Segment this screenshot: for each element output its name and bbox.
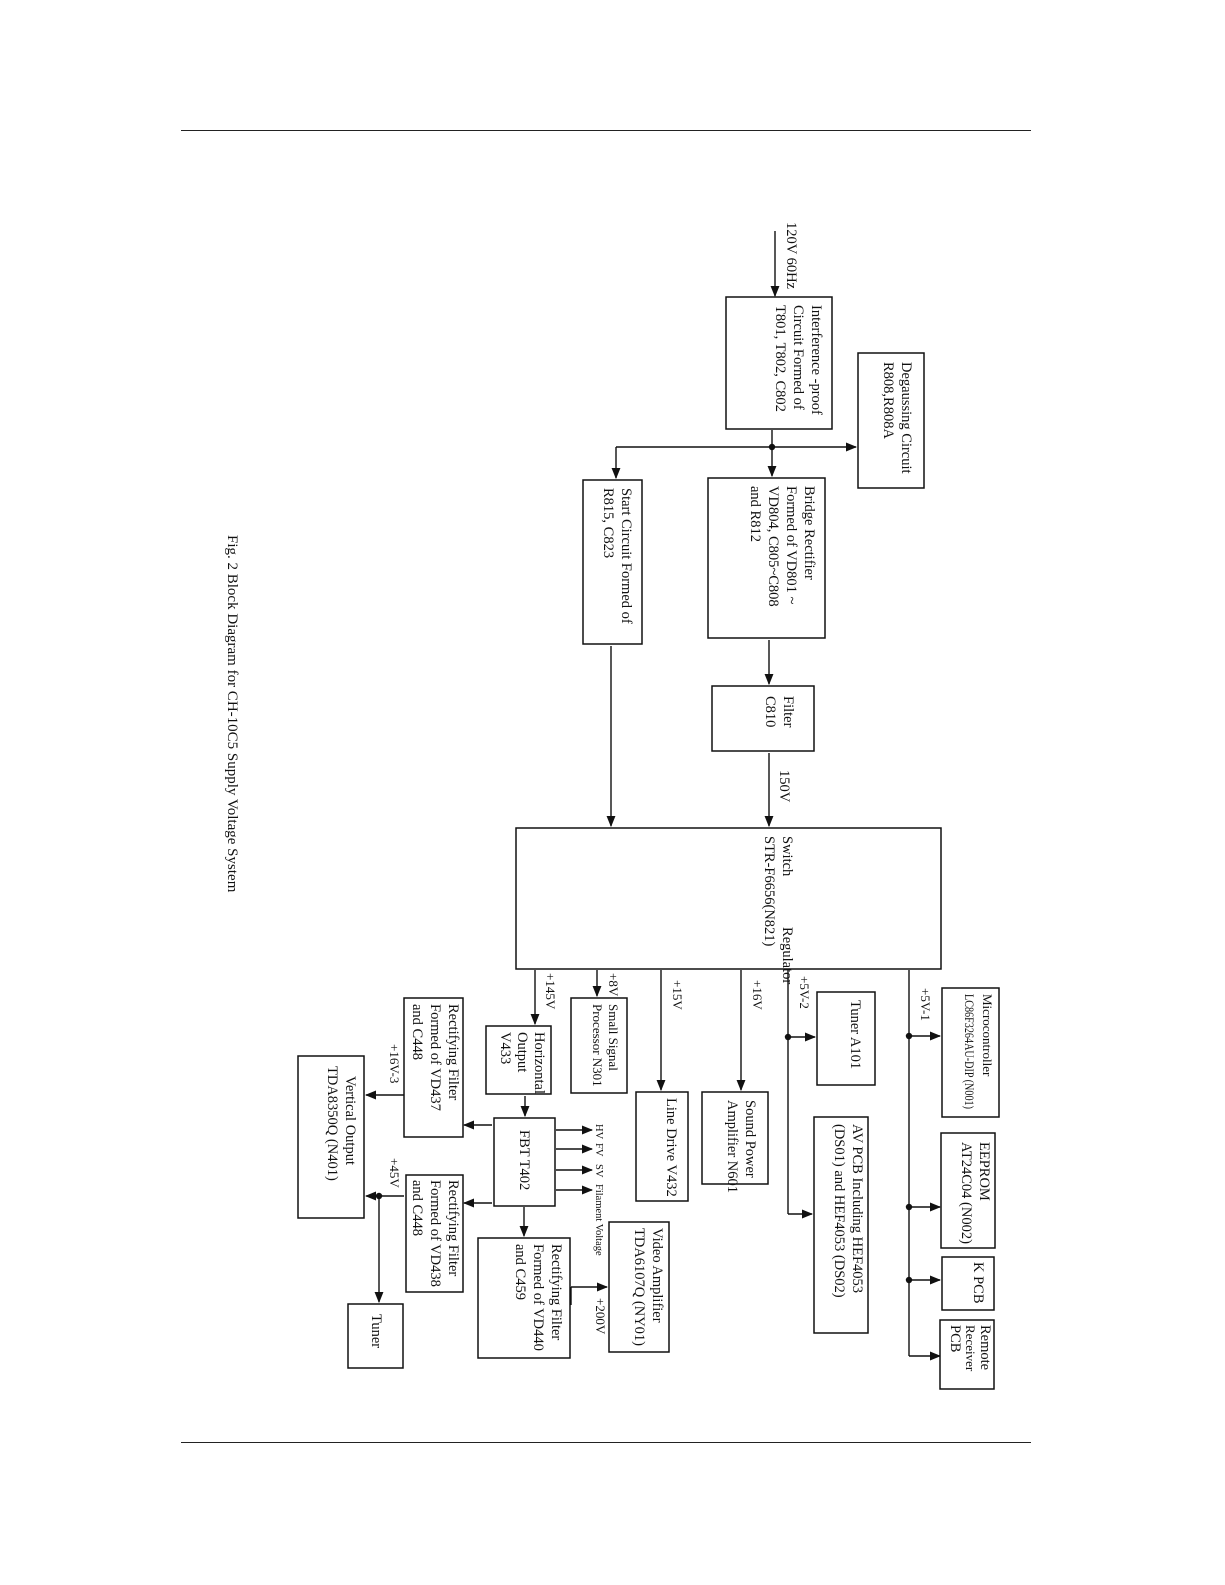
- rectifier-438-block: Rectifying Filter Formed of VD438 and C4…: [405, 1174, 464, 1293]
- rect438-line-1: Rectifying Filter: [445, 1180, 461, 1276]
- remote-receiver-block: Remote Receiver PCB: [939, 1319, 995, 1390]
- start-line-1: Start Circuit Formed of: [618, 488, 634, 624]
- rectifier-459-block: Rectifying Filter Formed of VD440 and C4…: [477, 1237, 571, 1359]
- fbt-out-sv: SV: [593, 1164, 604, 1178]
- bridge-line-4: and R812: [747, 486, 763, 542]
- bridge-line-1: Bridge Rectifier: [801, 486, 817, 580]
- fbt-out-fv: FV: [593, 1143, 604, 1157]
- tuner-line-1: Tuner: [368, 1314, 384, 1348]
- horiz-line-2: Output: [514, 1032, 530, 1072]
- fbt-out-hv: HV: [593, 1124, 604, 1140]
- degaussing-line-2: R808,R808A: [880, 362, 896, 439]
- interference-line-3: T801, T802, C802: [772, 305, 788, 412]
- voltage-150v: 150V: [776, 770, 792, 803]
- vertical-line-1: Vertical Output: [342, 1076, 358, 1165]
- microcontroller-block: Microcontroller LC86F3264AU-DIP (N001): [941, 987, 1000, 1118]
- remote-line-2: Receiver: [963, 1325, 978, 1372]
- top-rule: [181, 130, 1031, 131]
- video-line-1: Video Amplifier: [649, 1228, 665, 1323]
- horizontal-output-block: Horizontal Output V433: [485, 1025, 552, 1095]
- av-pcb-block: AV PCB Including HEF4053 (DS01) and HEF4…: [813, 1116, 869, 1334]
- sound-line-2: Amplifier N601: [724, 1100, 740, 1193]
- k-pcb-block: K PCB: [941, 1256, 995, 1311]
- avpcb-line-2: (DS01) and HEF4053 (DS02): [831, 1124, 847, 1298]
- input-voltage-label: 120V 60Hz: [783, 222, 799, 290]
- switch-regulator-block: Switch Regulator STR-F6656(N821): [515, 827, 942, 984]
- voltage-15v: +15V: [670, 980, 685, 1010]
- sound-amp-block: Sound Power Amplifier N601: [701, 1091, 769, 1193]
- start-circuit-block: Start Circuit Formed of R815, C823: [582, 479, 643, 645]
- switch-line-2: STR-F6656(N821): [761, 836, 777, 947]
- vertical-output-block: Vertical Output TDA8350Q (N401): [297, 1055, 365, 1219]
- svg-text:Interference -proof: Interference -proof: [808, 305, 824, 415]
- linedrive-line-1: Line Drive V432: [663, 1098, 679, 1197]
- remote-line-3: PCB: [947, 1325, 963, 1352]
- vertical-line-2: TDA8350Q (N401): [324, 1066, 340, 1181]
- rect459-line-1: Rectifying Filter: [548, 1244, 564, 1340]
- voltage-45v: +45V: [387, 1158, 402, 1188]
- figure-caption: Fig. 2 Block Diagram for CH-10C5 Supply …: [224, 535, 240, 893]
- horiz-line-3: V433: [497, 1032, 513, 1064]
- eeprom-block: EEPROM AT24C04 (N002): [940, 1132, 996, 1249]
- interference-block: Interference -proof Circuit Formed of T8…: [725, 296, 833, 430]
- fbt-out-filament: Filament Voltage: [593, 1184, 604, 1256]
- sound-line-1: Sound Power: [742, 1100, 758, 1178]
- bridge-rectifier-block: Bridge Rectifier Formed of VD801 ~ VD804…: [707, 477, 826, 639]
- video-line-2: TDA6107Q (NY01): [631, 1228, 647, 1346]
- interference-line-2: Circuit Formed of: [790, 305, 806, 410]
- switch-line-1: Switch Regulator: [779, 836, 795, 984]
- eeprom-line-2: AT24C04 (N002): [958, 1142, 974, 1244]
- voltage-5v-2: +5V-2: [797, 976, 812, 1009]
- rect438-line-2: Formed of VD438: [427, 1180, 443, 1287]
- rect438-line-3: and C448: [409, 1180, 425, 1236]
- connectors: [364, 231, 942, 1361]
- tuner-a101-line-1: Tuner A101: [847, 1000, 863, 1069]
- small-signal-block: Small Signal Processor N301: [570, 997, 628, 1094]
- avpcb-line-1: AV PCB Including HEF4053: [849, 1124, 865, 1293]
- voltage-5v-1: +5V-1: [918, 988, 933, 1021]
- rect459-line-3: and C459: [512, 1244, 528, 1300]
- fbt-line-1: FBT T402: [516, 1130, 532, 1190]
- rectifier-437-block: Rectifying Filter Formed of VD437 and C4…: [403, 997, 464, 1138]
- bridge-line-3: VD804, C805~C808: [765, 486, 781, 607]
- tuner-a101-block: Tuner A101: [816, 991, 876, 1086]
- horiz-line-1: Horizontal: [531, 1032, 547, 1094]
- bottom-rule: [181, 1442, 1031, 1443]
- kpcb-line-1: K PCB: [970, 1262, 986, 1304]
- start-line-2: R815, C823: [600, 488, 616, 558]
- fbt-block: FBT T402: [493, 1117, 556, 1207]
- bridge-line-2: Formed of VD801 ~: [783, 486, 799, 604]
- micro-line-2: LC86F3264AU-DIP (N001): [962, 994, 977, 1109]
- voltage-16v: +16V: [750, 980, 765, 1010]
- small-line-1: Small Signal: [606, 1004, 621, 1071]
- small-line-2: Processor N301: [590, 1004, 605, 1087]
- micro-line-1: Microcontroller: [980, 994, 995, 1077]
- svg-text:T801, T802, C802: T801, T802, C802: [772, 305, 788, 412]
- video-amp-block: Video Amplifier TDA6107Q (NY01): [608, 1221, 670, 1353]
- interference-line-1: Interference -proof: [808, 305, 824, 415]
- rect437-line-2: Formed of VD437: [427, 1004, 443, 1111]
- voltage-200v: +200V: [593, 1298, 608, 1335]
- eeprom-line-1: EEPROM: [976, 1142, 992, 1201]
- filter-line-2: C810: [762, 696, 778, 727]
- voltage-8v: +8V: [606, 973, 621, 997]
- rect459-line-2: Formed of VD440: [530, 1244, 546, 1351]
- rect437-line-3: and C448: [409, 1004, 425, 1060]
- degaussing-line-1: Degaussing Circuit: [898, 362, 914, 474]
- filter-line-1: Filter: [780, 696, 796, 728]
- svg-text:Circuit Formed of: Circuit Formed of: [790, 305, 806, 410]
- remote-line-1: Remote: [977, 1325, 993, 1370]
- degaussing-block: Degaussing Circuit R808,R808A: [857, 352, 925, 489]
- filter-block: Filter C810: [711, 685, 815, 752]
- rect437-line-1: Rectifying Filter: [445, 1004, 461, 1100]
- voltage-16v-3: +16V-3: [387, 1044, 402, 1083]
- line-drive-block: Line Drive V432: [635, 1091, 689, 1202]
- voltage-145v: +145V: [543, 973, 558, 1010]
- tuner-block: Tuner: [347, 1303, 404, 1369]
